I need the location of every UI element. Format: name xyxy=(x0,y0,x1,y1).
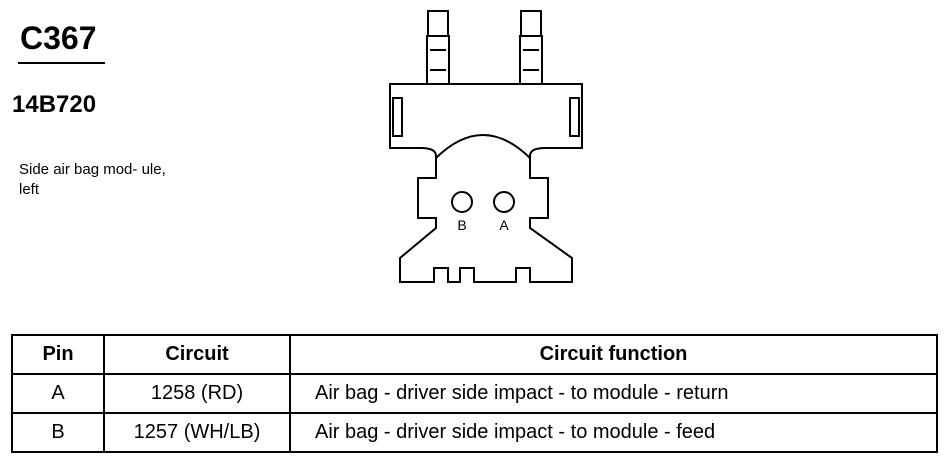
part-number: 14B720 xyxy=(12,91,97,118)
right-latch xyxy=(569,97,580,137)
pin-table: Pin Circuit Circuit function A 1258 (RD)… xyxy=(11,334,938,453)
connector-body-outline xyxy=(389,83,583,283)
header-pin: Pin xyxy=(11,334,105,375)
cell-circuit: 1258 (RD) xyxy=(103,373,291,414)
right-terminal-stem xyxy=(519,35,543,85)
connector-face-arch xyxy=(435,134,531,159)
cell-circuit: 1257 (WH/LB) xyxy=(103,412,291,453)
connector-face-diagram: B A xyxy=(389,10,583,283)
pin-cavity-a xyxy=(493,191,515,213)
header-circuit: Circuit xyxy=(103,334,291,375)
left-terminal-cap xyxy=(427,10,449,37)
cell-pin: B xyxy=(11,412,105,453)
connector-id: C367 xyxy=(20,20,97,56)
cell-pin: A xyxy=(11,373,105,414)
cell-function: Air bag - driver side impact - to module… xyxy=(289,412,938,453)
right-terminal-cap xyxy=(520,10,542,37)
connector-description: Side air bag mod- ule, left xyxy=(19,161,166,198)
table-row: A 1258 (RD) Air bag - driver side impact… xyxy=(11,373,938,414)
header-circuit-function: Circuit function xyxy=(289,334,938,375)
left-terminal-stem xyxy=(426,35,450,85)
pin-label-a: A xyxy=(499,217,509,233)
connector-id-underline xyxy=(18,62,105,64)
pin-label-b: B xyxy=(457,217,466,233)
table-header-row: Pin Circuit Circuit function xyxy=(11,334,938,375)
cell-function: Air bag - driver side impact - to module… xyxy=(289,373,938,414)
left-latch xyxy=(392,97,403,137)
pin-cavity-b xyxy=(451,191,473,213)
table-row: B 1257 (WH/LB) Air bag - driver side imp… xyxy=(11,412,938,453)
